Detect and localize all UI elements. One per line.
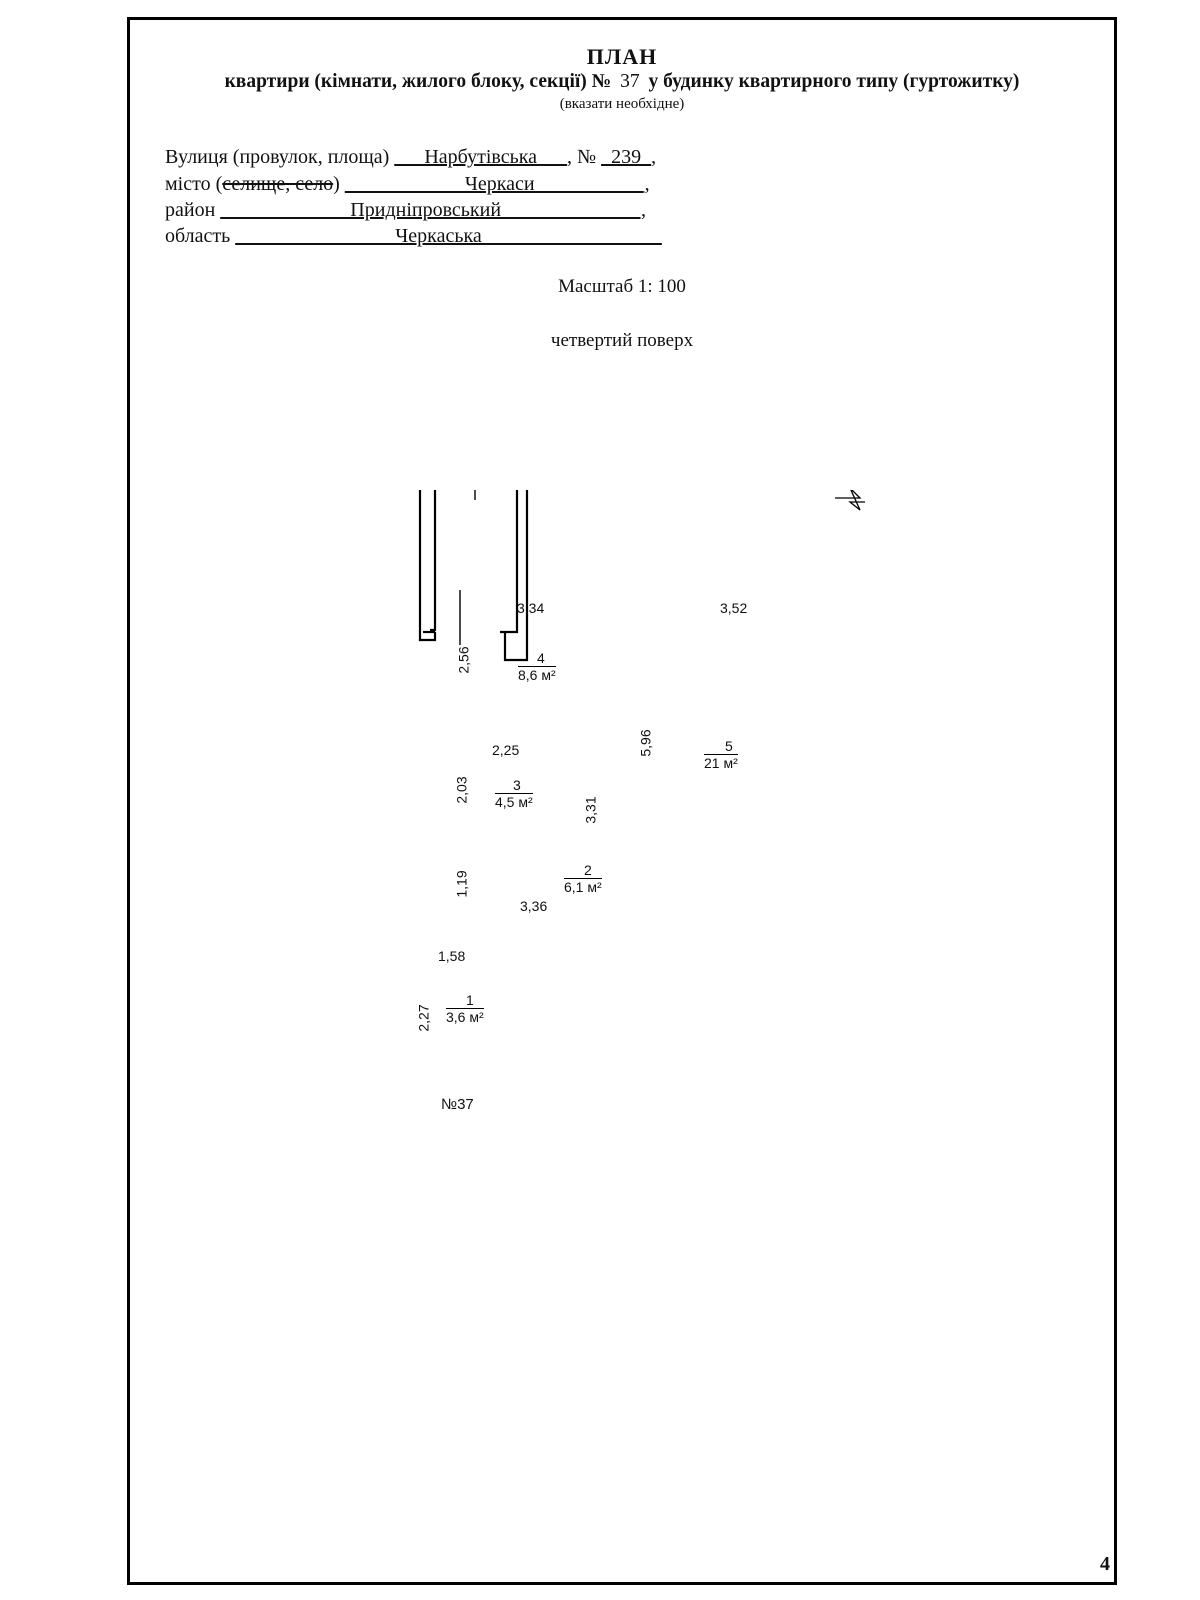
region-label: область (165, 225, 231, 247)
room-3-area: 4,5 м² (495, 793, 533, 810)
floor-plan (418, 490, 865, 662)
room-4-number: 4 (537, 650, 545, 666)
scale-label: Масштаб 1: 100 (558, 276, 686, 297)
apartment-number: 37 (620, 71, 640, 92)
subtitle-after: у будинку квартирного типу (гуртожитку) (648, 71, 1020, 92)
dim-3-52: 3,52 (720, 600, 748, 616)
city-line: місто (селище, село) ____________Черкаси… (165, 173, 650, 196)
number-value: _239_ (601, 146, 652, 168)
region-line: область ________________Черкаська_______… (165, 225, 662, 248)
number-label: , № (567, 146, 597, 168)
dim-2-03: 2,03 (453, 776, 470, 804)
room-1-number: 1 (466, 992, 474, 1008)
street-label: Вулиця (провулок, площа) (165, 146, 390, 168)
street-line: Вулиця (провулок, площа) ___Нарбутівська… (165, 146, 657, 168)
dim-3-36: 3,36 (520, 898, 548, 914)
dim-3-34: 3,34 (517, 600, 545, 616)
page-title: ПЛАН (586, 44, 658, 69)
district-label: район (165, 199, 216, 221)
dim-2-27: 2,27 (415, 1004, 432, 1032)
page-number: 4 (1100, 1553, 1110, 1575)
dim-3-31: 3,31 (582, 796, 599, 824)
district-line: район _____________Придніпровський______… (165, 199, 646, 222)
room-4-area: 8,6 м² (518, 666, 556, 683)
room-5-number: 5 (725, 738, 733, 754)
door-marks (459, 490, 476, 645)
page-subtitle: квартири (кімнати, жилого блоку, секції)… (130, 71, 1114, 93)
floor-label: четвертий поверх (550, 330, 694, 351)
district-value: _____________Придніпровський____________… (220, 199, 647, 221)
street-value: ___Нарбутівська___ (394, 146, 568, 168)
apartment-label: №37 (441, 1096, 474, 1113)
region-value: ________________Черкаська_______________… (235, 225, 662, 247)
walls (418, 490, 529, 662)
document-sheet: ПЛАН квартири (кімнати, жилого блоку, се… (127, 17, 1117, 1585)
room-5-area: 21 м² (704, 754, 738, 771)
dim-1-58: 1,58 (438, 948, 466, 964)
room-1-area: 3,6 м² (446, 1008, 484, 1025)
dim-2-56: 2,56 (455, 646, 472, 674)
room-2-number: 2 (584, 862, 592, 878)
dim-5-96: 5,96 (637, 729, 654, 757)
break-marks (835, 490, 865, 511)
room-3-number: 3 (513, 777, 521, 793)
dim-1-19: 1,19 (453, 870, 470, 898)
city-label: місто ( (165, 173, 223, 195)
subtitle-hint: (вказати необхідне) (559, 96, 685, 112)
dim-2-25: 2,25 (492, 742, 520, 758)
city-close: ) (333, 173, 340, 195)
subtitle-before: квартири (кімнати, жилого блоку, секції)… (224, 71, 612, 92)
room-2-area: 6,1 м² (564, 878, 602, 895)
city-strike: селище, село (222, 173, 334, 195)
city-value: ____________Черкаси___________, (344, 173, 650, 195)
